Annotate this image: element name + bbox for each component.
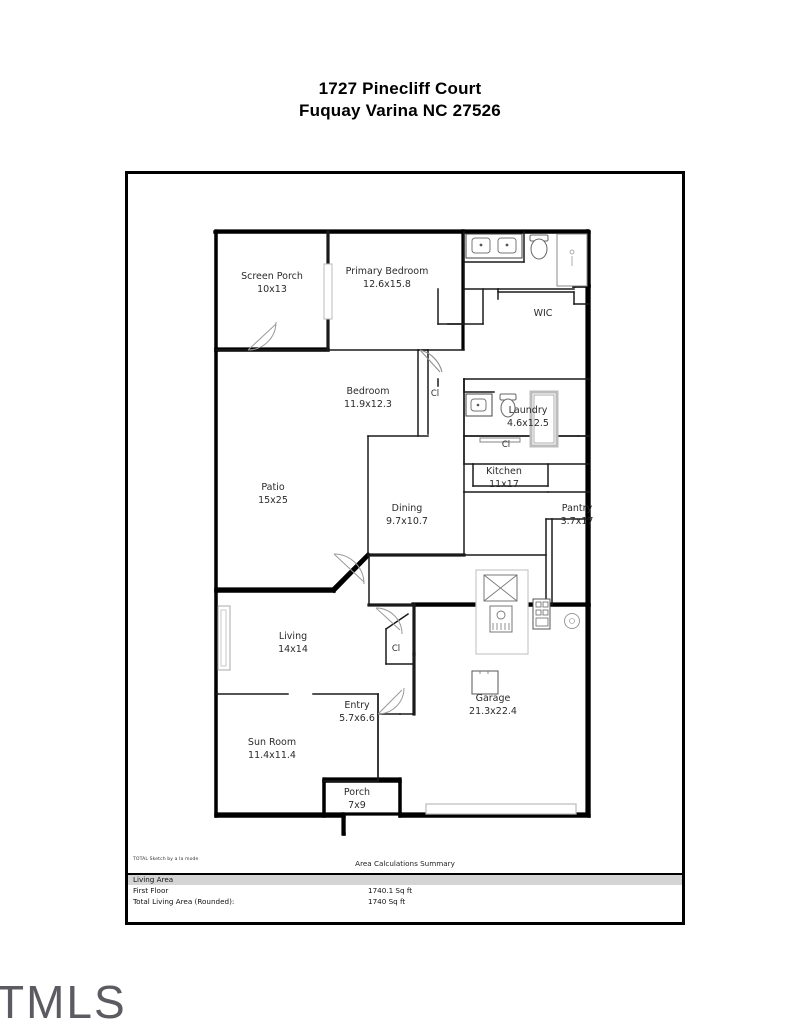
summary-header: TOTAL Sketch by a la mode Area Calculati… <box>128 852 682 875</box>
tmls-watermark: TMLS <box>0 976 127 1028</box>
fixtures <box>465 233 588 695</box>
summary-row-label: First Floor <box>133 886 169 895</box>
summary-row-label: Total Living Area (Rounded): <box>133 897 235 906</box>
kitchen-island-icon <box>475 569 529 655</box>
exterior-walls <box>214 229 590 836</box>
title-line-address: 1727 Pinecliff Court <box>318 79 482 98</box>
double-vanity-icon <box>465 233 523 259</box>
toilet-icon <box>529 234 549 260</box>
summary-body: Living Area First Floor 1740.1 Sq ft Tot… <box>128 875 682 922</box>
bathtub-icon <box>529 390 559 448</box>
summary-row-total-living-area: Total Living Area (Rounded): 1740 Sq ft <box>128 897 682 907</box>
summary-title: Area Calculations Summary <box>355 859 455 868</box>
water-heater-icon <box>564 613 580 629</box>
summary-row-first-floor: First Floor 1740.1 Sq ft <box>128 886 682 896</box>
summary-section-row: Living Area <box>128 875 682 885</box>
toilet-icon-2 <box>499 393 517 418</box>
door-swings-2 <box>419 349 443 373</box>
summary-row-value: 1740.1 Sq ft <box>368 886 413 895</box>
floor-plan-frame: Screen Porch 10x13 Primary Bedroom 12.6x… <box>125 171 685 925</box>
shower-icon <box>556 233 588 287</box>
page-title: 1727 Pinecliff Court Fuquay Varina NC 27… <box>0 78 800 122</box>
building-outline <box>213 230 591 836</box>
interior-walls <box>215 230 590 782</box>
vanity-icon <box>465 393 493 417</box>
summary-section-band <box>128 875 682 885</box>
floor-plan-drawing <box>128 174 682 922</box>
summary-section-label: Living Area <box>133 875 174 884</box>
floor-plan-svg <box>213 229 591 836</box>
range-icon <box>532 598 551 630</box>
laundry-appliances-icon <box>479 437 521 443</box>
summary-row-value: 1740 Sq ft <box>368 897 406 906</box>
refrigerator-icon <box>471 670 499 695</box>
title-line-city-state-zip: Fuquay Varina NC 27526 <box>299 101 501 120</box>
windows <box>217 263 577 815</box>
sketch-credit: TOTAL Sketch by a la mode <box>133 857 199 862</box>
area-calculations-summary: TOTAL Sketch by a la mode Area Calculati… <box>128 852 682 922</box>
door-swings <box>247 321 405 715</box>
